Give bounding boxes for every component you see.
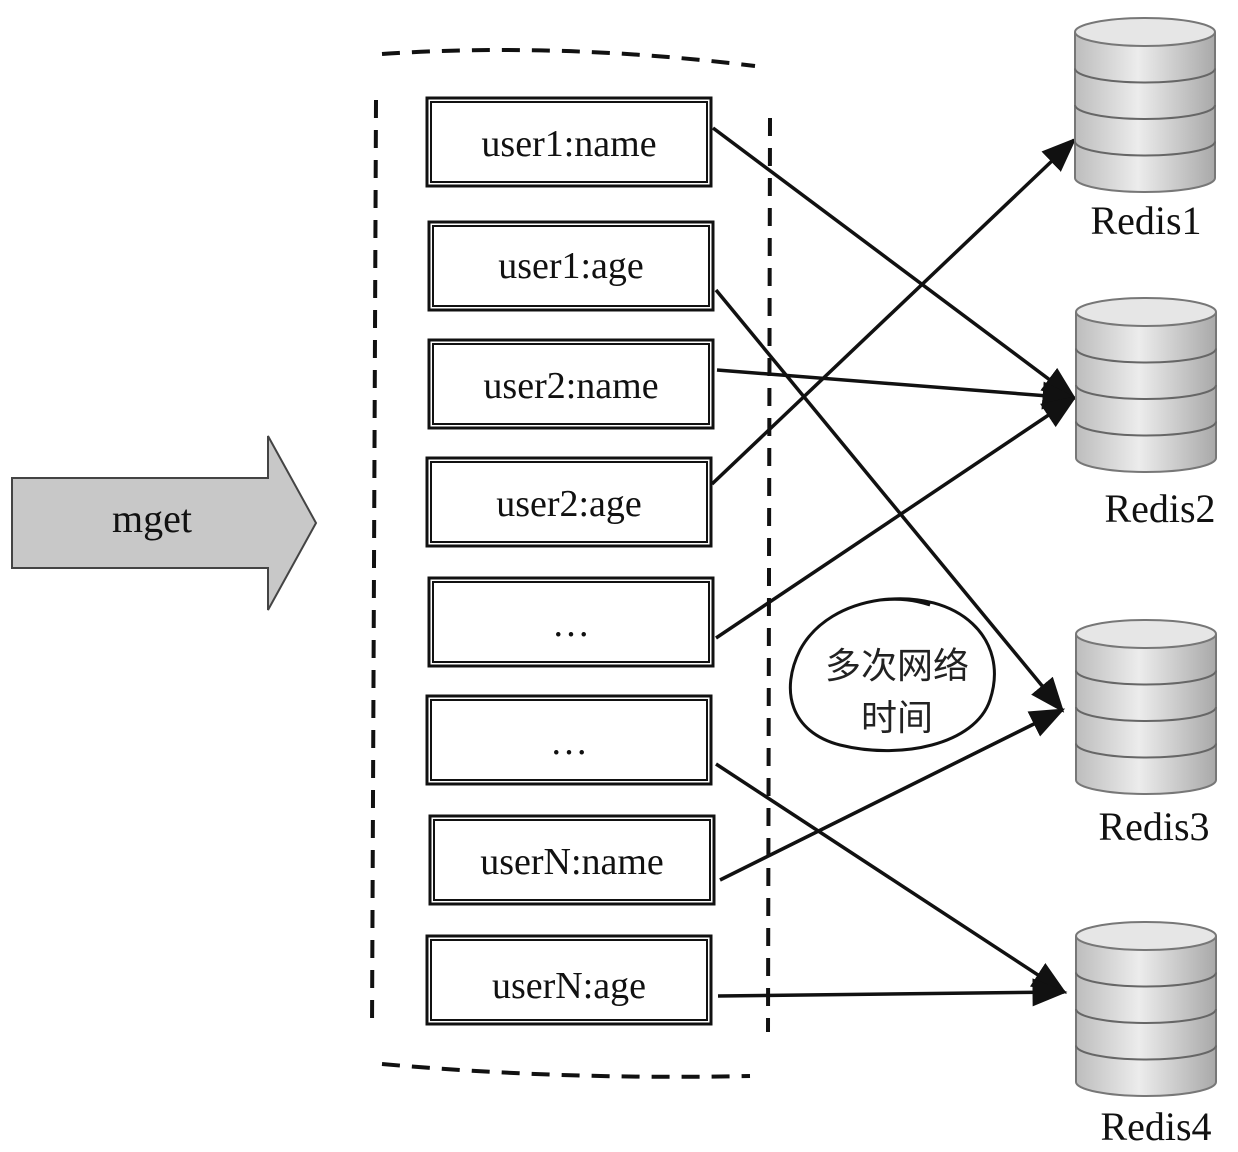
key-label: userN:name — [480, 841, 664, 883]
redis-server: Redis2 — [1075, 297, 1217, 531]
redis-label: Redis1 — [1090, 198, 1201, 243]
note-line-1: 多次网络 — [825, 646, 969, 687]
mget-arrow: mget — [11, 435, 318, 611]
connection-arrows — [710, 126, 1078, 1007]
database-icon — [1075, 619, 1217, 795]
redis-label: Redis3 — [1098, 804, 1209, 849]
key-box: user1:name — [425, 96, 713, 188]
redis-server: Redis4 — [1075, 921, 1217, 1149]
connection-arrow — [719, 708, 1066, 882]
key-box: user2:name — [427, 338, 715, 430]
key-box: … — [425, 694, 713, 786]
connection-arrow — [717, 978, 1068, 1007]
key-label: user2:age — [496, 483, 642, 525]
key-label: userN:age — [492, 965, 646, 1007]
batch-container — [370, 48, 772, 1079]
database-icon — [1075, 921, 1217, 1097]
key-list: user1:name user1:age user2:name user2:age … …… — [425, 96, 716, 1026]
key-box: user2:age — [425, 456, 713, 548]
note-line-2: 时间 — [861, 698, 933, 739]
network-time-note: 多次网络 时间 — [788, 597, 996, 753]
key-label: user2:name — [483, 365, 658, 407]
database-icon — [1075, 297, 1217, 473]
connection-arrow — [711, 126, 1077, 401]
database-icon — [1074, 17, 1216, 193]
key-label: user1:name — [481, 123, 656, 165]
connection-arrow — [715, 762, 1067, 994]
connection-arrow — [716, 368, 1078, 410]
mget-label: mget — [112, 496, 192, 541]
key-box: userN:name — [428, 814, 716, 906]
connection-arrow — [715, 396, 1077, 640]
key-box: … — [427, 576, 715, 668]
key-label: user1:age — [498, 245, 644, 287]
key-label: … — [552, 603, 590, 645]
key-box: user1:age — [427, 220, 715, 312]
connection-arrow — [714, 288, 1065, 713]
key-box: userN:age — [425, 934, 713, 1026]
redis-server: Redis1 — [1074, 17, 1216, 243]
redis-label: Redis4 — [1100, 1104, 1211, 1149]
key-label: … — [550, 721, 588, 763]
redis-server: Redis3 — [1075, 619, 1217, 849]
connection-arrow — [710, 137, 1077, 486]
redis-label: Redis2 — [1104, 486, 1215, 531]
